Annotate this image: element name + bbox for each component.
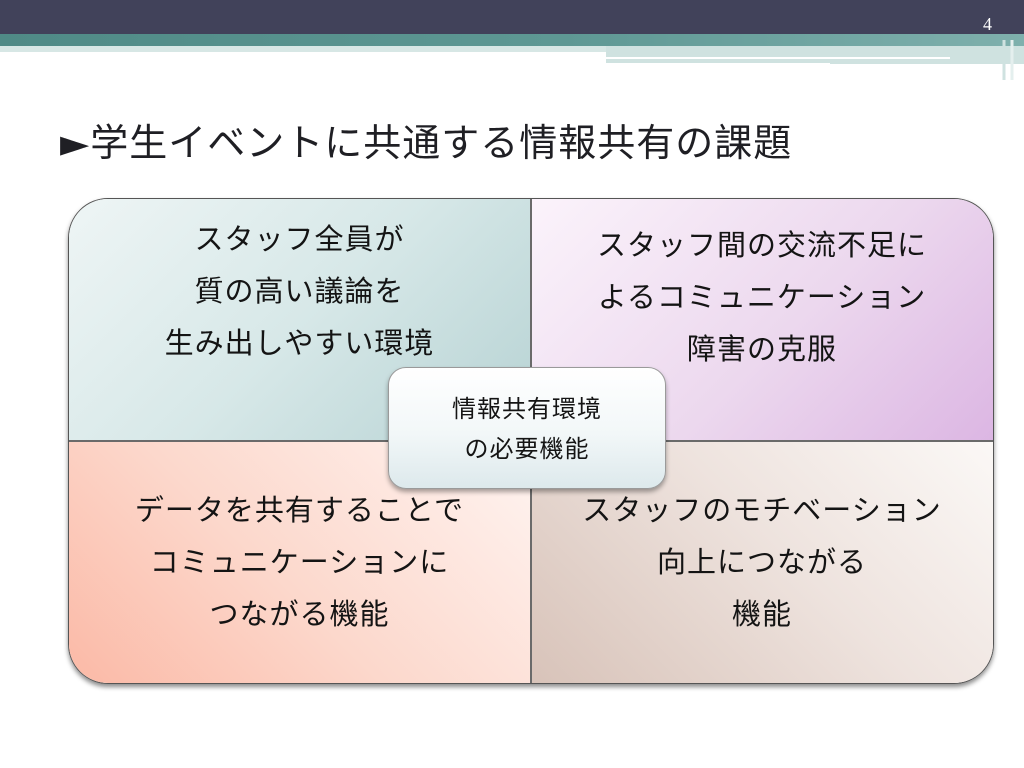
quadrant-text-line: 向上につながる (656, 545, 867, 579)
center-topic-box: 情報共有環境 の必要機能 (388, 367, 666, 489)
quadrant-text-line: 質の高い議論を (194, 274, 405, 308)
quadrant-text-line: よるコミュニケーション (597, 280, 927, 314)
quadrant-text-line: データを共有することで (134, 493, 465, 527)
header-bar (0, 0, 1024, 34)
quadrant-text-line: 機能 (731, 597, 792, 631)
header-light-band (0, 46, 1024, 52)
slide-page-number: 4 (983, 14, 992, 34)
quadrant-text-line: つながる機能 (209, 597, 390, 631)
quadrant-text-line: コミュニケーションに (149, 545, 450, 579)
center-text-line: 情報共有環境 (452, 395, 602, 423)
quadrant-text-line: スタッフ間の交流不足に (596, 228, 927, 262)
slide-title: ►学生イベントに共通する情報共有の課題 (60, 121, 793, 165)
quadrant-text-line: スタッフ全員が (194, 222, 405, 256)
quadrant-text-line: 生み出しやすい環境 (164, 326, 435, 360)
quadrant-text-line: 障害の克服 (686, 332, 837, 366)
header-accent-band (0, 34, 1024, 46)
header-decoration-lines (606, 40, 1024, 80)
quadrant-text-line: スタッフのモチベーション (582, 493, 942, 527)
center-text-line: の必要機能 (464, 435, 590, 463)
